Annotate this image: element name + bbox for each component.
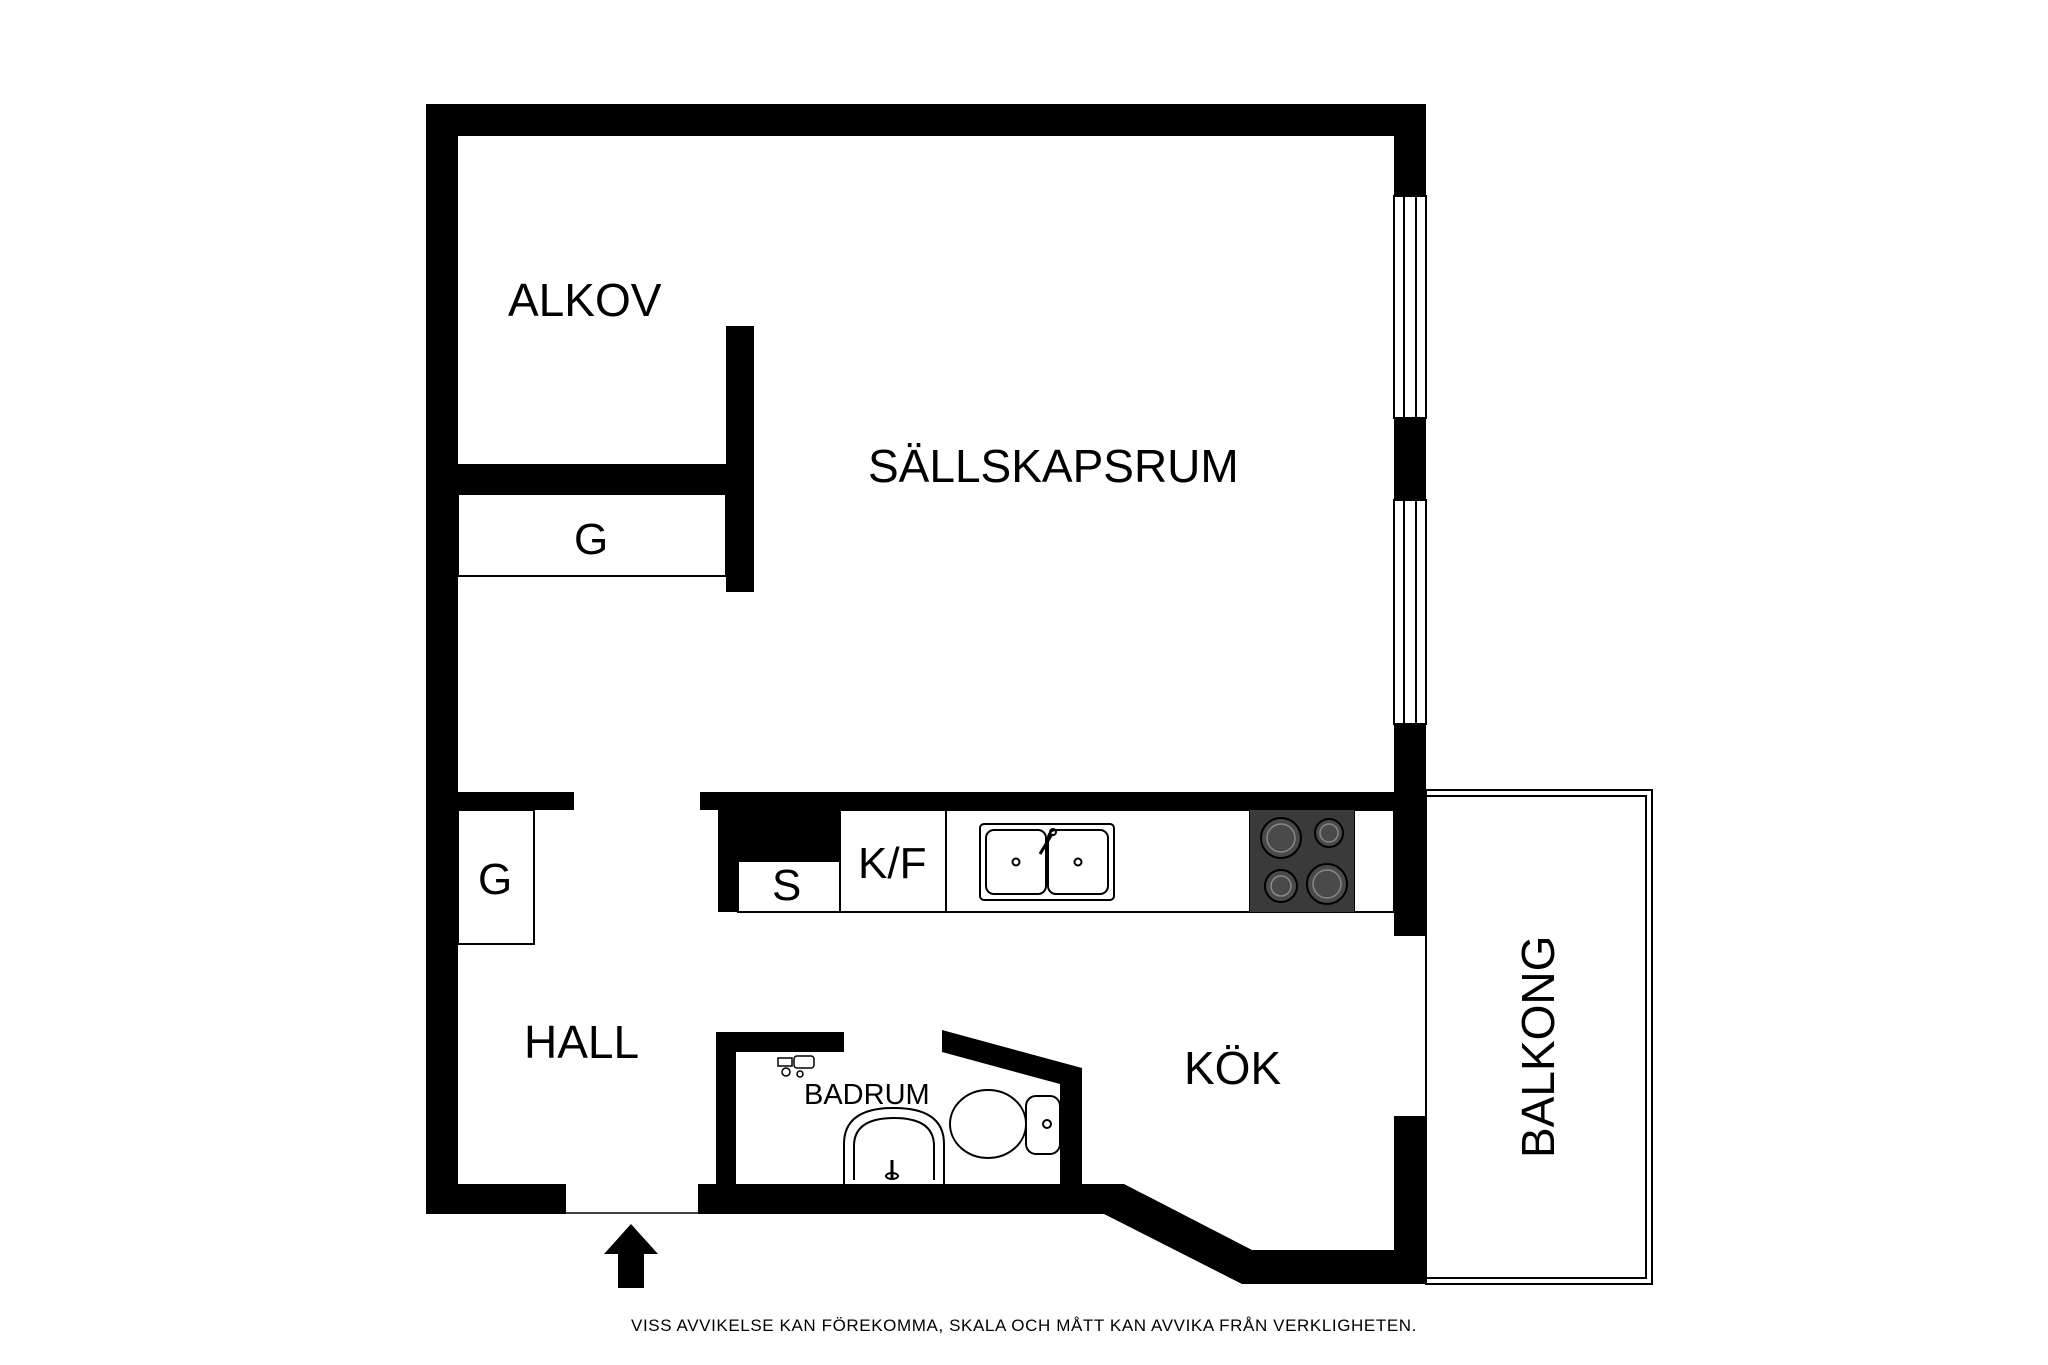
wall-bath-top — [716, 1032, 844, 1052]
closet-hall — [457, 809, 535, 945]
disclaimer-text: VISS AVVIKELSE KAN FÖREKOMMA, SKALA OCH … — [631, 1316, 1417, 1335]
balcony-inner — [1425, 795, 1647, 1279]
closet-top — [457, 493, 727, 577]
window-2 — [1393, 499, 1427, 725]
wall-bath-diagonal — [942, 1030, 1082, 1090]
wall-right-lower — [1394, 724, 1426, 936]
window-1 — [1393, 195, 1427, 419]
room-label-alkov: ALKOV — [508, 274, 662, 326]
wall-right-mid — [1394, 418, 1426, 500]
wall-alkov-divider — [458, 464, 730, 494]
room-label-g-hall: G — [478, 855, 512, 904]
wall-bottom-diagonal — [1104, 1184, 1426, 1284]
toilet-icon — [949, 1089, 1061, 1159]
wall-left — [426, 104, 458, 1214]
wall-bath-right — [1060, 1068, 1082, 1188]
room-label-badrum: BADRUM — [804, 1079, 930, 1111]
fridge-block — [738, 810, 840, 862]
wall-bottom-mid — [698, 1184, 1118, 1214]
double-sink-icon — [979, 823, 1115, 901]
wall-kitchen-top — [700, 792, 1426, 810]
wall-alkov-vertical — [726, 326, 754, 592]
room-label-g-top: G — [574, 515, 608, 564]
room-label-s: S — [772, 861, 801, 910]
washbasin-icon — [843, 1106, 945, 1184]
wall-top — [426, 104, 1426, 136]
wall-right-top — [1394, 104, 1426, 196]
room-label-sallskapsrum: SÄLLSKAPSRUM — [868, 440, 1239, 492]
room-label-kf: K/F — [858, 839, 926, 888]
wall-bath-left — [716, 1032, 736, 1188]
stove-icon — [1250, 810, 1354, 912]
entrance-arrow-icon — [604, 1224, 658, 1288]
wall-kitchen-left — [718, 792, 738, 912]
kitchen-counter — [737, 809, 1395, 913]
room-label-hall: HALL — [524, 1016, 639, 1068]
wall-hall-stub — [458, 792, 574, 810]
wall-bottom-left — [426, 1184, 566, 1214]
fixtures-lines — [457, 195, 1653, 1285]
walls — [426, 104, 1426, 1284]
faucet-icon — [777, 1055, 815, 1078]
room-label-kok: KÖK — [1184, 1042, 1281, 1094]
room-label-balkong: BALKONG — [1512, 936, 1564, 1158]
